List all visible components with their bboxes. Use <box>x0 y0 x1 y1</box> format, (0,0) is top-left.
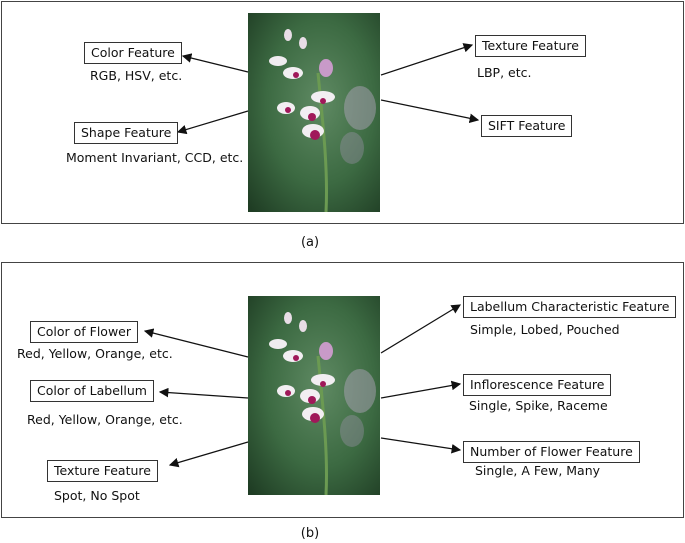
labellum-characteristic-box: Labellum Characteristic Feature <box>463 296 677 318</box>
color-of-flower-values: Red, Yellow, Orange, etc. <box>17 346 173 361</box>
color-of-flower-box: Color of Flower <box>30 321 138 343</box>
texture-feature-box-a: Texture Feature <box>475 35 586 57</box>
number-of-flower-box: Number of Flower Feature <box>463 441 640 463</box>
color-feature-box: Color Feature <box>84 42 182 64</box>
color-of-labellum-values: Red, Yellow, Orange, etc. <box>27 412 183 427</box>
color-feature-values: RGB, HSV, etc. <box>90 68 183 83</box>
shape-feature-box: Shape Feature <box>74 122 179 144</box>
inflorescence-values: Single, Spike, Raceme <box>469 398 608 413</box>
orchid-photo-b <box>248 296 380 495</box>
caption-a: (a) <box>300 235 320 250</box>
color-of-labellum-box: Color of Labellum <box>30 380 154 402</box>
texture-feature-values-a: LBP, etc. <box>477 65 532 80</box>
labellum-characteristic-values: Simple, Lobed, Pouched <box>470 322 620 337</box>
number-of-flower-values: Single, A Few, Many <box>475 463 601 478</box>
texture-feature-values-b: Spot, No Spot <box>54 488 140 503</box>
shape-feature-values: Moment Invariant, CCD, etc. <box>66 150 244 165</box>
sift-feature-box: SIFT Feature <box>481 115 573 137</box>
orchid-photo-a <box>248 13 380 212</box>
caption-b: (b) <box>300 526 320 541</box>
inflorescence-box: Inflorescence Feature <box>463 374 612 396</box>
texture-feature-box-b: Texture Feature <box>47 460 158 482</box>
